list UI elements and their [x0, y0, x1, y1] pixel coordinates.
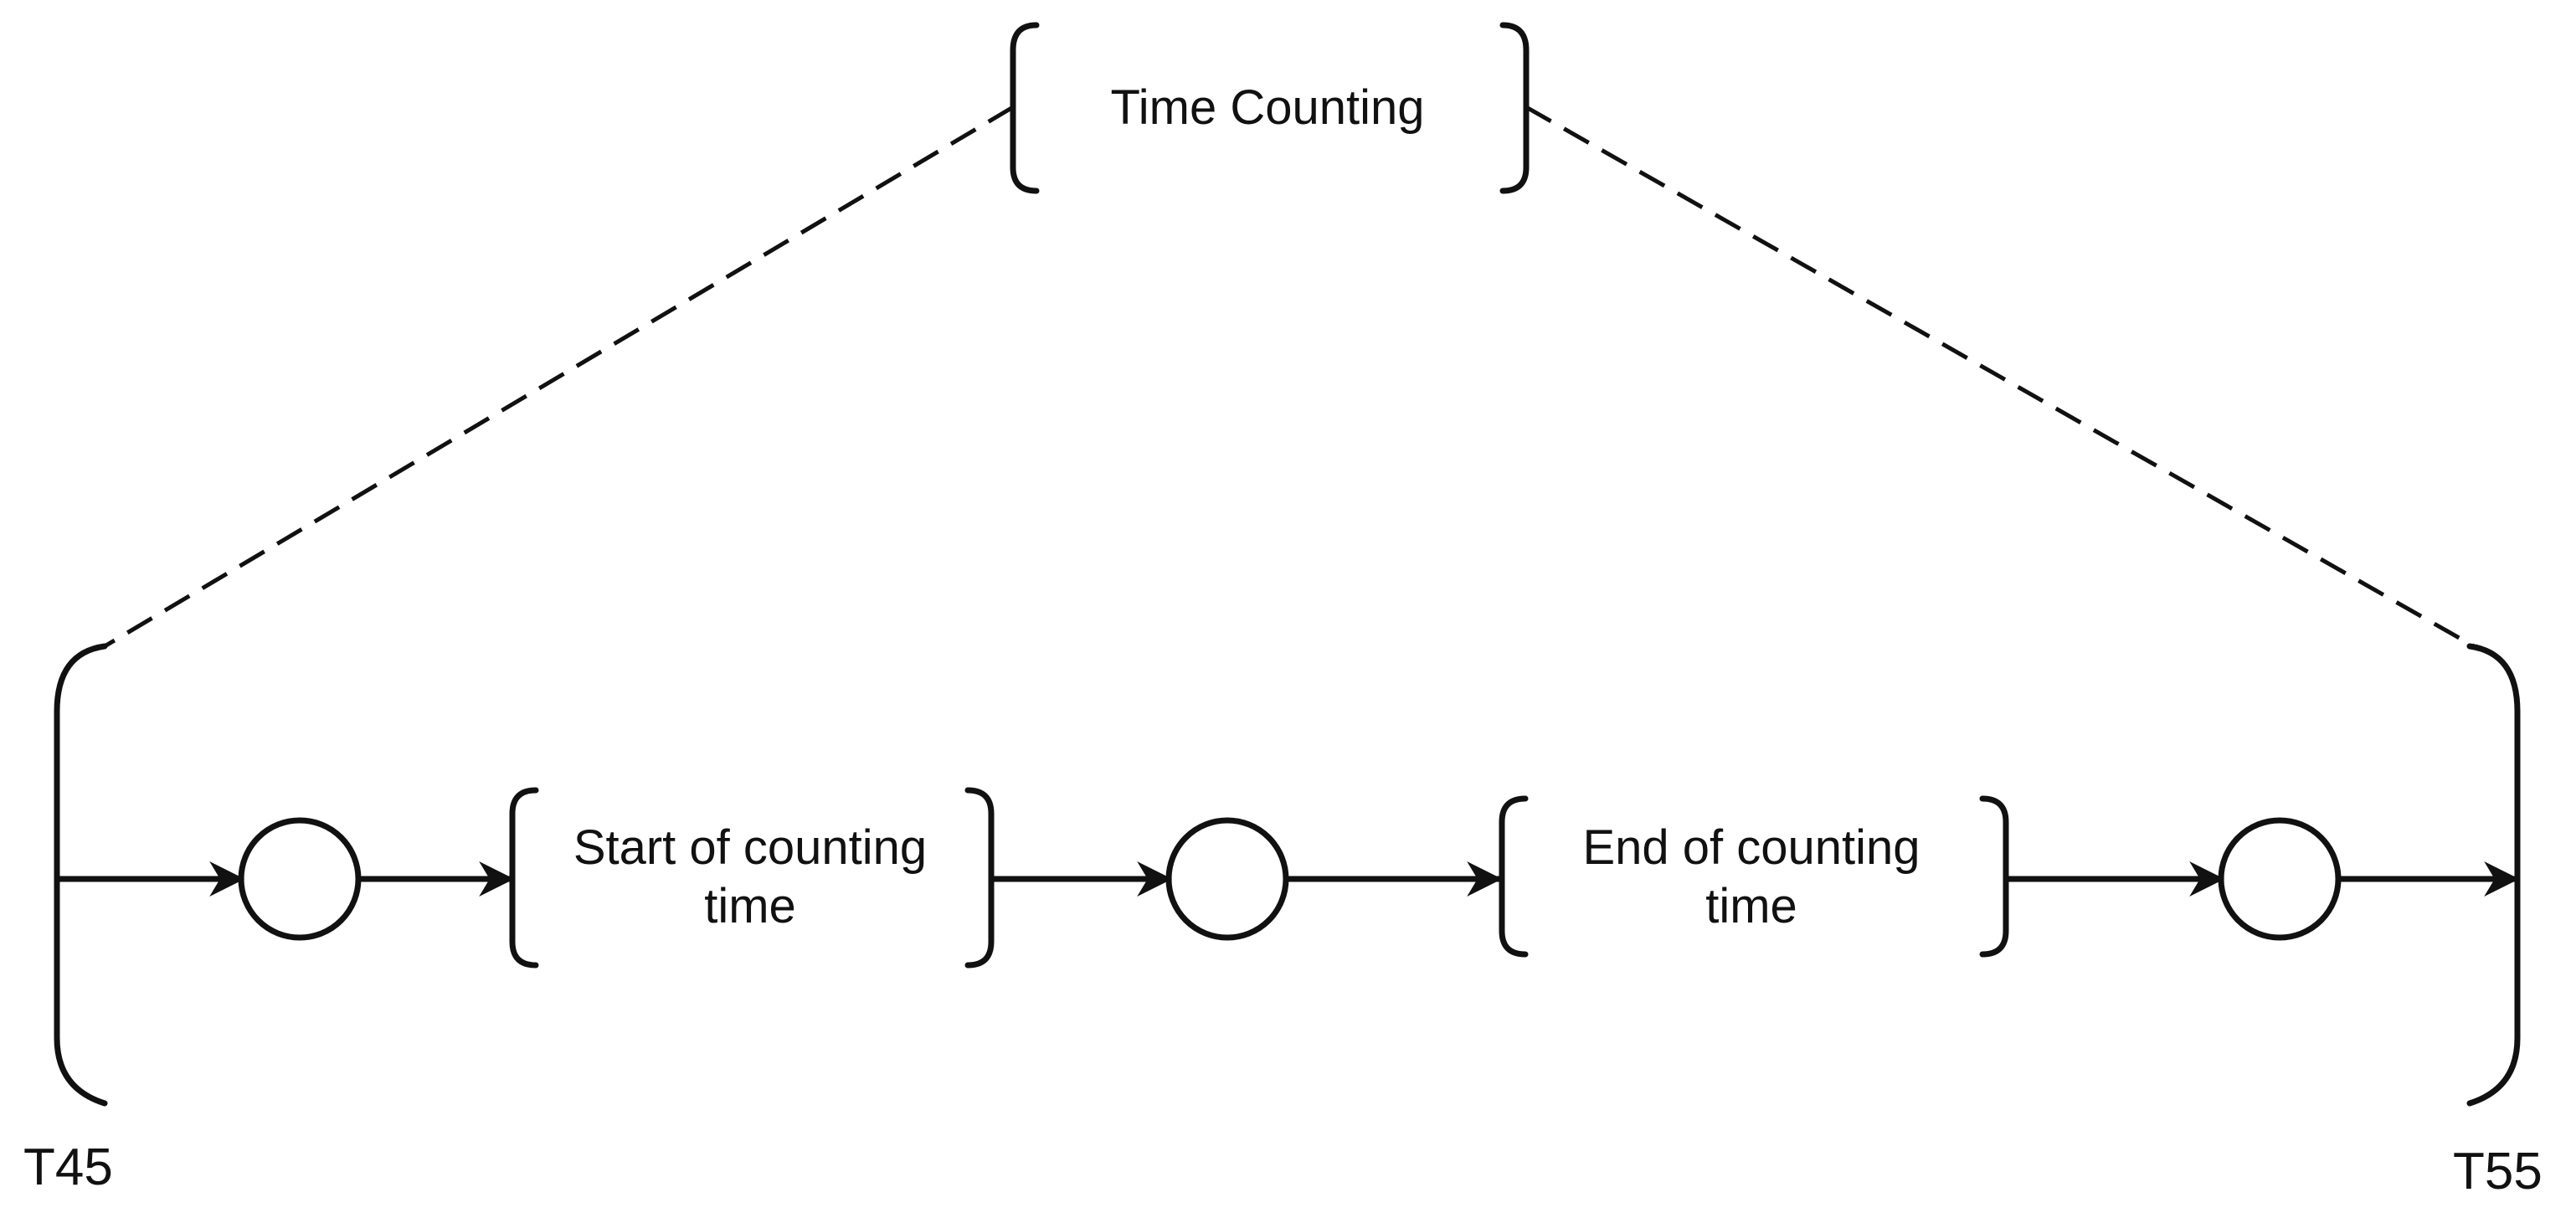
task-end-left-bracket	[1499, 795, 1529, 958]
expansion-right-bracket	[2466, 643, 2521, 1107]
place-3	[2218, 817, 2342, 941]
task-end-label-line-1: End of counting	[1582, 820, 1920, 875]
task-start-label-line-2: time	[704, 879, 796, 933]
task-time-counting-left-bracket	[1010, 22, 1040, 194]
task-time-counting-right-bracket	[1499, 22, 1530, 194]
task-start-left-bracket	[509, 787, 539, 969]
expansion-left-bracket	[54, 643, 108, 1107]
task-end-right-bracket	[1979, 795, 2009, 958]
expansion-line-right	[1525, 105, 2476, 649]
place-2	[1165, 817, 1289, 941]
task-start-counting: Start of counting time	[509, 787, 995, 969]
place-1	[238, 817, 362, 941]
time-label-t45: T45	[23, 1138, 113, 1196]
task-end-counting: End of counting time	[1499, 795, 2009, 958]
time-label-t55: T55	[2453, 1143, 2543, 1200]
task-start-right-bracket	[964, 787, 995, 969]
task-end-label-line-2: time	[1705, 879, 1797, 933]
task-time-counting-label: Time Counting	[1110, 80, 1424, 135]
expansion-line-left	[103, 105, 1015, 649]
task-time-counting: Time Counting	[1010, 22, 1530, 194]
task-start-label-line-1: Start of counting	[573, 820, 927, 875]
